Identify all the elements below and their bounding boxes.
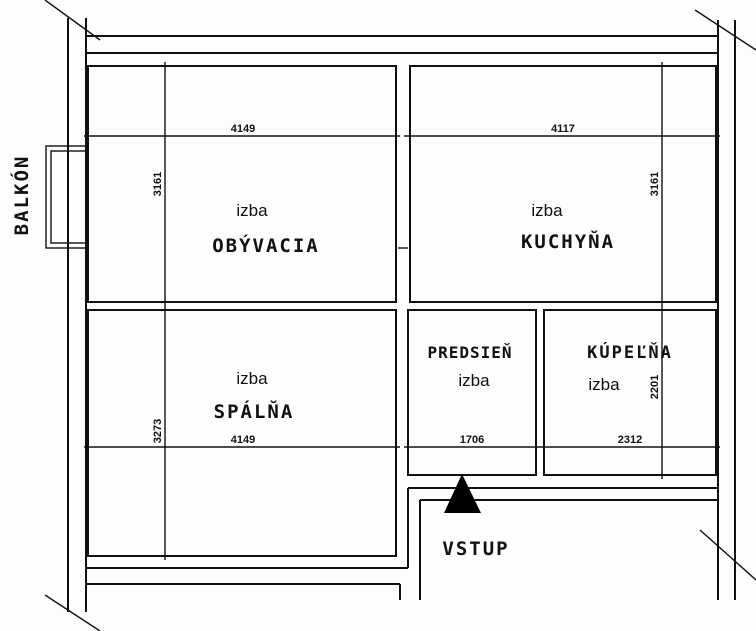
hall-width-dimension: 1706 (460, 434, 484, 446)
hall-type-label: izba (458, 371, 490, 390)
bedroom-type-label: izba (236, 369, 268, 388)
living-depth-dimension: 3161 (152, 172, 164, 196)
bathroom-type-label: izba (588, 375, 620, 394)
kitchen-width-dimension: 4117 (551, 123, 575, 135)
kitchen-name-label: KUCHYŇA (521, 230, 615, 253)
room-living (87, 65, 397, 303)
entrance-label: VSTUP (442, 538, 509, 560)
room-hall (407, 309, 537, 476)
living-name-label: OBÝVACIA (212, 233, 320, 257)
bathroom-depth-dimension: 2201 (649, 375, 661, 399)
bedroom-depth-dimension: 3273 (152, 419, 164, 443)
entrance-arrow-icon (444, 474, 481, 513)
balcony-label: BALKÓN (9, 155, 33, 236)
kitchen-type-label: izba (531, 201, 563, 220)
living-width-dimension: 4149 (231, 123, 255, 135)
bathroom-width-dimension: 2312 (618, 434, 642, 446)
bathroom-name-label: KÚPEĽŇA (587, 341, 673, 363)
outer-walls (44, 0, 756, 631)
bedroom-width-dimension: 4149 (231, 434, 255, 446)
hall-name-label: PREDSIEŇ (427, 343, 512, 362)
bedroom-name-label: SPÁLŇA (214, 400, 295, 423)
kitchen-depth-dimension: 3161 (649, 172, 661, 196)
dimension-lines (84, 62, 720, 560)
room-bedroom (87, 309, 397, 557)
room-kitchen (409, 65, 717, 303)
balcony (45, 145, 87, 249)
living-type-label: izba (236, 201, 268, 220)
room-bathroom (543, 309, 717, 476)
